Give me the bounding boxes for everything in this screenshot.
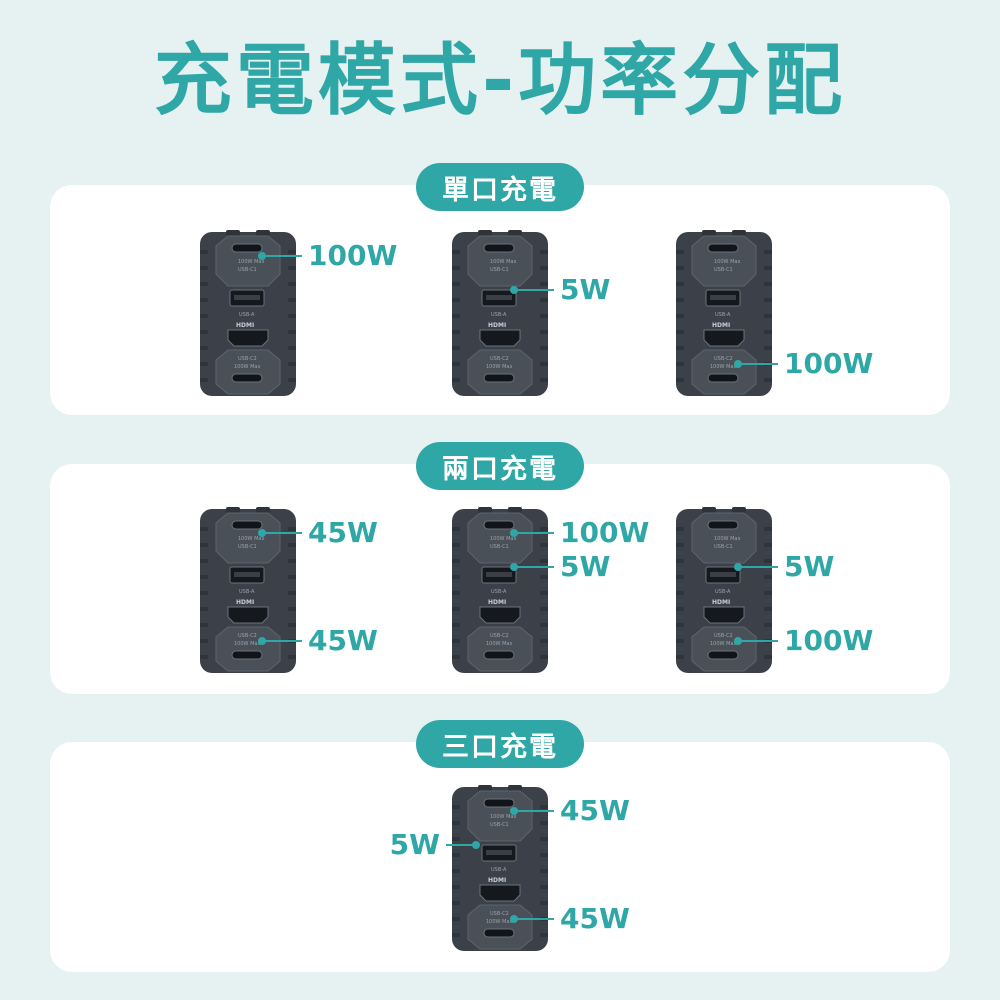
svg-text:100W Max: 100W Max bbox=[710, 641, 736, 647]
svg-text:100W Max: 100W Max bbox=[486, 919, 512, 925]
svg-text:HDMI: HDMI bbox=[488, 599, 506, 606]
svg-text:USB-C2: USB-C2 bbox=[490, 356, 509, 362]
power-label: 100W bbox=[308, 239, 398, 272]
power-label: 5W bbox=[389, 828, 440, 861]
charger-device: 100W Max USB-C1 USB-A HDMI USB-C2 100W M… bbox=[450, 785, 550, 953]
page-title: 充電模式-功率分配 bbox=[153, 36, 847, 126]
svg-text:USB-C2: USB-C2 bbox=[714, 356, 733, 362]
power-label: 45W bbox=[308, 624, 378, 657]
power-label: 100W bbox=[784, 347, 874, 380]
svg-text:100W Max: 100W Max bbox=[490, 259, 516, 265]
svg-text:100W Max: 100W Max bbox=[234, 364, 260, 370]
svg-text:USB-C1: USB-C1 bbox=[238, 267, 257, 273]
svg-text:100W Max: 100W Max bbox=[238, 259, 264, 265]
charger-device: 100W Max USB-C1 USB-A HDMI USB-C2 100W M… bbox=[450, 230, 550, 398]
section-title-pill: 單口充電 bbox=[416, 163, 584, 211]
charger-device: 100W Max USB-C1 USB-A HDMI USB-C2 100W M… bbox=[450, 507, 550, 675]
leader-line bbox=[446, 844, 476, 846]
svg-text:100W Max: 100W Max bbox=[490, 814, 516, 820]
leader-line bbox=[514, 918, 554, 920]
section-title-pill: 兩口充電 bbox=[416, 442, 584, 490]
svg-text:HDMI: HDMI bbox=[712, 322, 730, 329]
svg-text:USB-C1: USB-C1 bbox=[490, 267, 509, 273]
svg-text:USB-A: USB-A bbox=[239, 312, 255, 318]
power-label: 45W bbox=[560, 794, 630, 827]
leader-line bbox=[262, 640, 302, 642]
power-label: 45W bbox=[308, 516, 378, 549]
power-label: 5W bbox=[784, 550, 835, 583]
leader-line bbox=[738, 363, 778, 365]
power-label: 100W bbox=[560, 516, 650, 549]
charger-device: 100W Max USB-C1 USB-A HDMI USB-C2 100W M… bbox=[198, 230, 298, 398]
svg-text:USB-C2: USB-C2 bbox=[238, 633, 257, 639]
svg-text:HDMI: HDMI bbox=[488, 322, 506, 329]
svg-text:USB-A: USB-A bbox=[491, 867, 507, 873]
svg-text:100W Max: 100W Max bbox=[234, 641, 260, 647]
svg-text:USB-A: USB-A bbox=[715, 589, 731, 595]
svg-text:USB-C2: USB-C2 bbox=[238, 356, 257, 362]
svg-text:USB-A: USB-A bbox=[491, 312, 507, 318]
svg-text:USB-C1: USB-C1 bbox=[490, 822, 509, 828]
charger-illustration: 100W Max USB-C1 USB-A HDMI USB-C2 100W M… bbox=[676, 507, 772, 673]
svg-text:HDMI: HDMI bbox=[236, 322, 254, 329]
section-title-pill: 三口充電 bbox=[416, 720, 584, 768]
leader-line bbox=[262, 532, 302, 534]
leader-line bbox=[738, 640, 778, 642]
charger-device: 100W Max USB-C1 USB-A HDMI USB-C2 100W M… bbox=[198, 507, 298, 675]
svg-text:HDMI: HDMI bbox=[712, 599, 730, 606]
svg-text:100W Max: 100W Max bbox=[238, 536, 264, 542]
svg-text:100W Max: 100W Max bbox=[486, 641, 512, 647]
svg-text:USB-C2: USB-C2 bbox=[490, 911, 509, 917]
svg-text:USB-A: USB-A bbox=[491, 589, 507, 595]
svg-text:USB-C1: USB-C1 bbox=[714, 544, 733, 550]
charger-illustration: 100W Max USB-C1 USB-A HDMI USB-C2 100W M… bbox=[452, 785, 548, 951]
svg-text:100W Max: 100W Max bbox=[490, 536, 516, 542]
svg-text:USB-C1: USB-C1 bbox=[714, 267, 733, 273]
svg-text:100W Max: 100W Max bbox=[710, 364, 736, 370]
charger-illustration: 100W Max USB-C1 USB-A HDMI USB-C2 100W M… bbox=[200, 507, 296, 673]
charger-device: 100W Max USB-C1 USB-A HDMI USB-C2 100W M… bbox=[674, 507, 774, 675]
svg-text:HDMI: HDMI bbox=[488, 877, 506, 884]
svg-text:USB-A: USB-A bbox=[239, 589, 255, 595]
leader-line bbox=[514, 289, 554, 291]
charger-illustration: 100W Max USB-C1 USB-A HDMI USB-C2 100W M… bbox=[452, 230, 548, 396]
svg-text:100W Max: 100W Max bbox=[486, 364, 512, 370]
leader-line bbox=[514, 566, 554, 568]
power-label: 100W bbox=[784, 624, 874, 657]
svg-text:USB-C1: USB-C1 bbox=[490, 544, 509, 550]
leader-line bbox=[514, 532, 554, 534]
svg-text:100W Max: 100W Max bbox=[714, 536, 740, 542]
svg-text:100W Max: 100W Max bbox=[714, 259, 740, 265]
charger-device: 100W Max USB-C1 USB-A HDMI USB-C2 100W M… bbox=[674, 230, 774, 398]
svg-text:HDMI: HDMI bbox=[236, 599, 254, 606]
power-label: 45W bbox=[560, 902, 630, 935]
leader-line bbox=[514, 810, 554, 812]
svg-text:USB-A: USB-A bbox=[715, 312, 731, 318]
power-label: 5W bbox=[560, 550, 611, 583]
leader-line bbox=[738, 566, 778, 568]
charger-illustration: 100W Max USB-C1 USB-A HDMI USB-C2 100W M… bbox=[452, 507, 548, 673]
port-indicator-dot bbox=[472, 841, 480, 849]
power-label: 5W bbox=[560, 273, 611, 306]
svg-text:USB-C2: USB-C2 bbox=[714, 633, 733, 639]
charger-illustration: 100W Max USB-C1 USB-A HDMI USB-C2 100W M… bbox=[676, 230, 772, 396]
svg-text:USB-C1: USB-C1 bbox=[238, 544, 257, 550]
leader-line bbox=[262, 255, 302, 257]
svg-text:USB-C2: USB-C2 bbox=[490, 633, 509, 639]
charger-illustration: 100W Max USB-C1 USB-A HDMI USB-C2 100W M… bbox=[200, 230, 296, 396]
